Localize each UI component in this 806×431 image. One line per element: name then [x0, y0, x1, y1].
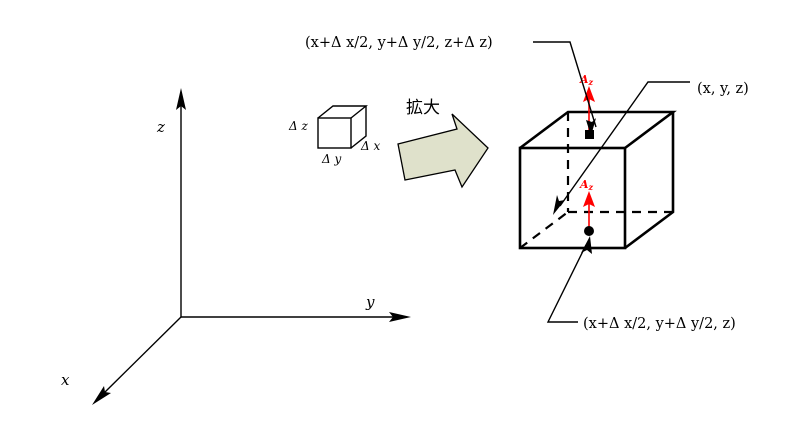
callout-top-right: (x, y, z) — [553, 81, 749, 215]
small-cube-delta-z-label: Δ z — [288, 119, 308, 133]
small-cube-front-face — [317, 117, 352, 149]
callout-top-left: (x+Δ x/2, y+Δ y/2, z+Δ z) — [305, 35, 597, 136]
lower-vector-label: Az — [579, 178, 594, 192]
y-axis-label: y — [365, 293, 375, 311]
small-cube: Δ z Δ y Δ x — [288, 105, 380, 166]
zoom-block-arrow: 拡大 — [397, 98, 489, 189]
callout-top-left-leader — [533, 41, 597, 128]
callout-top-left-arrowhead — [586, 118, 596, 136]
callout-top-right-text: (x, y, z) — [697, 81, 749, 97]
cube-front-face — [518, 146, 627, 250]
cube-top-face — [519, 110, 677, 150]
x-axis-label: x — [61, 371, 70, 389]
callout-bottom-right: (x+Δ x/2, y+Δ y/2, z) — [546, 236, 736, 332]
upper-vector-arrowhead — [583, 86, 595, 102]
upper-point-marker — [585, 130, 594, 139]
callout-top-right-leader — [559, 81, 690, 207]
cube-hidden-diagonal-edge — [519, 211, 569, 249]
x-axis-arrowhead — [92, 386, 111, 405]
callout-top-right-arrowhead — [553, 195, 565, 215]
z-axis-label: z — [156, 118, 165, 136]
small-cube-top-face — [317, 105, 368, 119]
small-cube-right-face — [350, 106, 367, 149]
y-axis-arrowhead — [389, 312, 411, 322]
main-cube — [518, 110, 677, 250]
cube-right-face — [624, 112, 675, 250]
callout-bottom-right-arrowhead — [581, 236, 592, 254]
small-cube-delta-y-label: Δ y — [321, 152, 341, 166]
lower-vector-group: Az — [579, 178, 595, 236]
coordinate-axes: z y x — [61, 88, 411, 405]
block-arrow-shape — [397, 113, 489, 189]
callout-top-left-text: (x+Δ x/2, y+Δ y/2, z+Δ z) — [305, 35, 493, 51]
small-cube-delta-x-label: Δ x — [360, 139, 380, 153]
zoom-label: 拡大 — [406, 98, 440, 118]
x-axis-line — [102, 316, 182, 395]
z-axis-arrowhead — [176, 88, 186, 110]
callout-bottom-right-leader — [546, 244, 587, 323]
lower-point-marker — [584, 226, 594, 236]
lower-vector-arrowhead — [583, 191, 595, 207]
callout-bottom-right-text: (x+Δ x/2, y+Δ y/2, z) — [583, 316, 736, 332]
